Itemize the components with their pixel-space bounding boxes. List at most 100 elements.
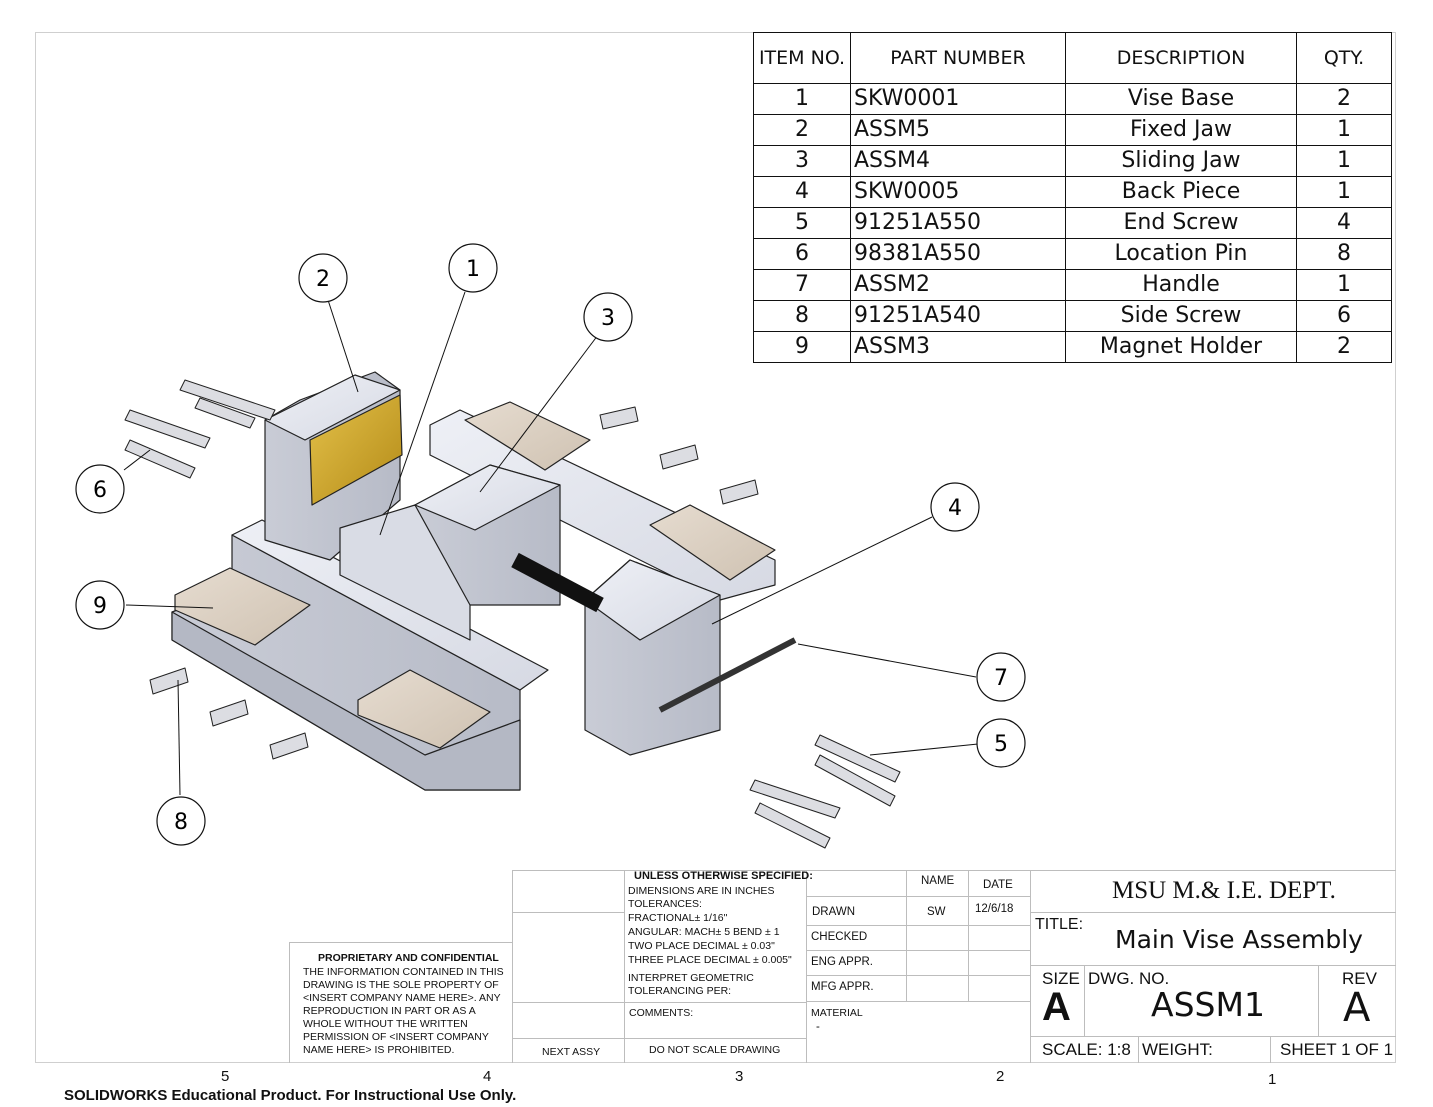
fractional-tol: FRACTIONAL± 1/16" (628, 912, 728, 924)
three-place-tol: THREE PLACE DECIMAL ± 0.005" (628, 954, 792, 966)
checked-label: CHECKED (811, 931, 868, 943)
balloon-number: 3 (601, 306, 615, 331)
balloon-circle (75, 580, 125, 630)
dims-note: DIMENSIONS ARE IN INCHES (628, 885, 775, 897)
drawn-date: 12/6/18 (975, 903, 1014, 915)
balloon-number: 1 (466, 257, 480, 282)
bom-item-no: 2 (753, 114, 851, 146)
sheet-border (35, 32, 1396, 1063)
balloon-number: 2 (316, 267, 330, 292)
proprietary-heading: PROPRIETARY AND CONFIDENTIAL (318, 952, 499, 964)
bom-item-no: 3 (753, 145, 851, 177)
educational-watermark: SOLIDWORKS Educational Product. For Inst… (64, 1087, 517, 1104)
rev-value: A (1343, 985, 1371, 1031)
weight-label: WEIGHT: (1142, 1040, 1213, 1059)
balloon-circle (976, 718, 1026, 768)
item-balloon: 6 (75, 464, 125, 514)
angular-tol: ANGULAR: MACH± 5 BEND ± 1 (628, 926, 780, 938)
item-balloon: 8 (156, 796, 206, 846)
item-balloon: 3 (583, 292, 633, 342)
zone-label: 5 (221, 1068, 230, 1085)
scale-value: SCALE: 1:8 (1042, 1040, 1131, 1059)
balloon-number: 7 (994, 666, 1008, 691)
rev-label: REV (1342, 969, 1377, 988)
do-not-scale: DO NOT SCALE DRAWING (649, 1044, 781, 1056)
bom-qty: 2 (1296, 331, 1392, 363)
tolerances-label: TOLERANCES: (628, 898, 702, 910)
eng-appr-label: ENG APPR. (811, 956, 873, 968)
balloon-circle (75, 464, 125, 514)
balloon-circle (298, 253, 348, 303)
bom-description: Vise Base (1065, 83, 1297, 115)
name-header: NAME (921, 875, 955, 887)
item-balloon: 5 (976, 718, 1026, 768)
balloon-number: 5 (994, 732, 1008, 757)
two-place-tol: TWO PLACE DECIMAL ± 0.03" (628, 940, 775, 952)
comments-label: COMMENTS: (629, 1007, 694, 1019)
next-assy-label: NEXT ASSY (542, 1046, 601, 1058)
item-balloon: 4 (930, 482, 980, 532)
bom-part-number: 91251A540 (850, 300, 1066, 332)
drawn-label: DRAWN (812, 906, 856, 918)
drawing-title: Main Vise Assembly (1115, 925, 1363, 954)
material-value: - (816, 1021, 820, 1033)
tolerancing-per: TOLERANCING PER: (628, 985, 732, 997)
dwg-no-value: ASSM1 (1151, 985, 1265, 1024)
mfg-appr-label: MFG APPR. (811, 981, 874, 993)
date-header: DATE (983, 879, 1013, 891)
bom-part-number: SKW0001 (850, 83, 1066, 115)
balloon-number: 4 (948, 496, 962, 521)
balloon-number: 8 (174, 810, 188, 835)
bom-part-number: ASSM4 (850, 145, 1066, 177)
bom-qty: 1 (1296, 269, 1392, 301)
bom-header-row: ITEM NO. PART NUMBER DESCRIPTION QTY. (753, 32, 1392, 84)
balloon-circle (583, 292, 633, 342)
bom-header-part: PART NUMBER (850, 32, 1066, 84)
item-balloon: 1 (448, 243, 498, 293)
company-name: MSU M.& I.E. DEPT. (1112, 877, 1336, 904)
zone-label: 3 (735, 1068, 744, 1085)
bom-qty: 1 (1296, 114, 1392, 146)
bom-item-no: 6 (753, 238, 851, 270)
bom-qty: 4 (1296, 207, 1392, 239)
material-label: MATERIAL (811, 1007, 863, 1019)
interpret-note: INTERPRET GEOMETRIC (628, 972, 754, 984)
balloon-number: 9 (93, 594, 107, 619)
bom-item-no: 8 (753, 300, 851, 332)
bom-description: Sliding Jaw (1065, 145, 1297, 177)
drawn-name: SW (927, 906, 946, 918)
balloon-circle (930, 482, 980, 532)
bom-part-number: 91251A550 (850, 207, 1066, 239)
balloon-circle (448, 243, 498, 293)
zone-label: 2 (996, 1068, 1005, 1085)
bom-item-no: 4 (753, 176, 851, 208)
dwg-no-label: DWG. NO. (1088, 969, 1170, 988)
bom-description: Fixed Jaw (1065, 114, 1297, 146)
balloon-circle (156, 796, 206, 846)
bom-part-number: ASSM5 (850, 114, 1066, 146)
zone-label: 4 (483, 1068, 492, 1085)
zone-label: 1 (1268, 1071, 1277, 1088)
item-balloon: 9 (75, 580, 125, 630)
bom-header-item: ITEM NO. (753, 32, 851, 84)
item-balloon: 7 (976, 652, 1026, 702)
bom-part-number: ASSM3 (850, 331, 1066, 363)
balloon-number: 6 (93, 478, 107, 503)
title-label: TITLE: (1035, 916, 1084, 933)
bom-part-number: 98381A550 (850, 238, 1066, 270)
unless-specified: UNLESS OTHERWISE SPECIFIED: (634, 870, 813, 882)
bom-qty: 6 (1296, 300, 1392, 332)
bom-description: Side Screw (1065, 300, 1297, 332)
balloon-circle (976, 652, 1026, 702)
bom-description: Magnet Holder (1065, 331, 1297, 363)
proprietary-text: THE INFORMATION CONTAINED IN THIS DRAWIN… (303, 966, 504, 1056)
